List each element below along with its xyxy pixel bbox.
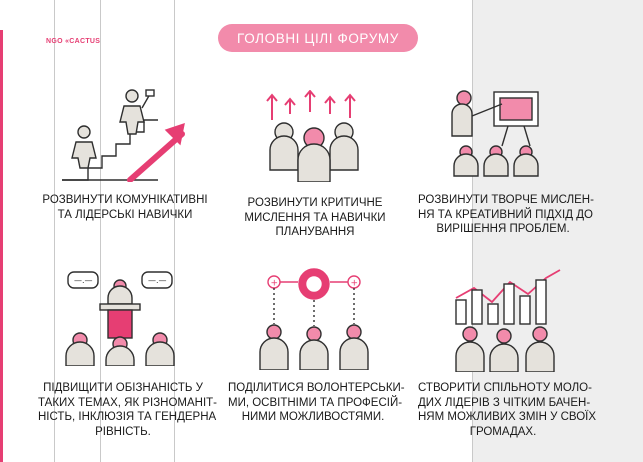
right-panel-background [472, 0, 643, 462]
goal-caption: РОЗВИНУТИ КРИТИЧНЕ МИСЛЕННЯ ТА НАВИЧКИ П… [244, 197, 386, 238]
grid-line [100, 0, 101, 462]
svg-text:—.—: —.— [148, 276, 167, 285]
community-chart-icon [452, 268, 564, 372]
presentation-board-icon [448, 86, 560, 178]
goal-caption: ПОДІЛИТИСЯ ВОЛОНТЕРСЬКИ- МИ, ОСВІТНІМИ Т… [228, 382, 405, 423]
goal-caption: ПІДВИЩИТИ ОБІЗНАНІСТЬ У ТАКИХ ТЕМАХ, ЯК … [38, 382, 218, 438]
svg-text:+: + [271, 279, 279, 289]
grid-line [54, 0, 55, 462]
page-title: ГОЛОВНІ ЦІЛІ ФОРУМУ [218, 24, 418, 52]
group-growth-arrows-icon [262, 90, 372, 182]
goal-caption: РОЗВИНУТИ ТВОРЧЕ МИСЛЕН- НЯ ТА КРЕАТИВНИ… [418, 194, 594, 235]
logo-text: NGO «CACTUS [46, 38, 101, 45]
grid-line [472, 0, 473, 462]
accent-bar [0, 30, 3, 462]
svg-text:+: + [351, 279, 359, 289]
goal-caption: СТВОРИТИ СПІЛЬНОТУ МОЛО- ДИХ ЛІДЕРІВ З Ч… [418, 382, 597, 438]
goal-caption: РОЗВИНУТИ КОМУНІКАТИВНІ ТА ЛІДЕРСЬКІ НАВ… [42, 194, 208, 221]
svg-text:—.—: —.— [74, 276, 93, 285]
speaker-podium-icon: —.— —.— [62, 270, 178, 366]
sharing-network-icon: + + [256, 266, 372, 370]
grid-line [174, 0, 175, 462]
stairs-climb-icon [62, 86, 192, 182]
